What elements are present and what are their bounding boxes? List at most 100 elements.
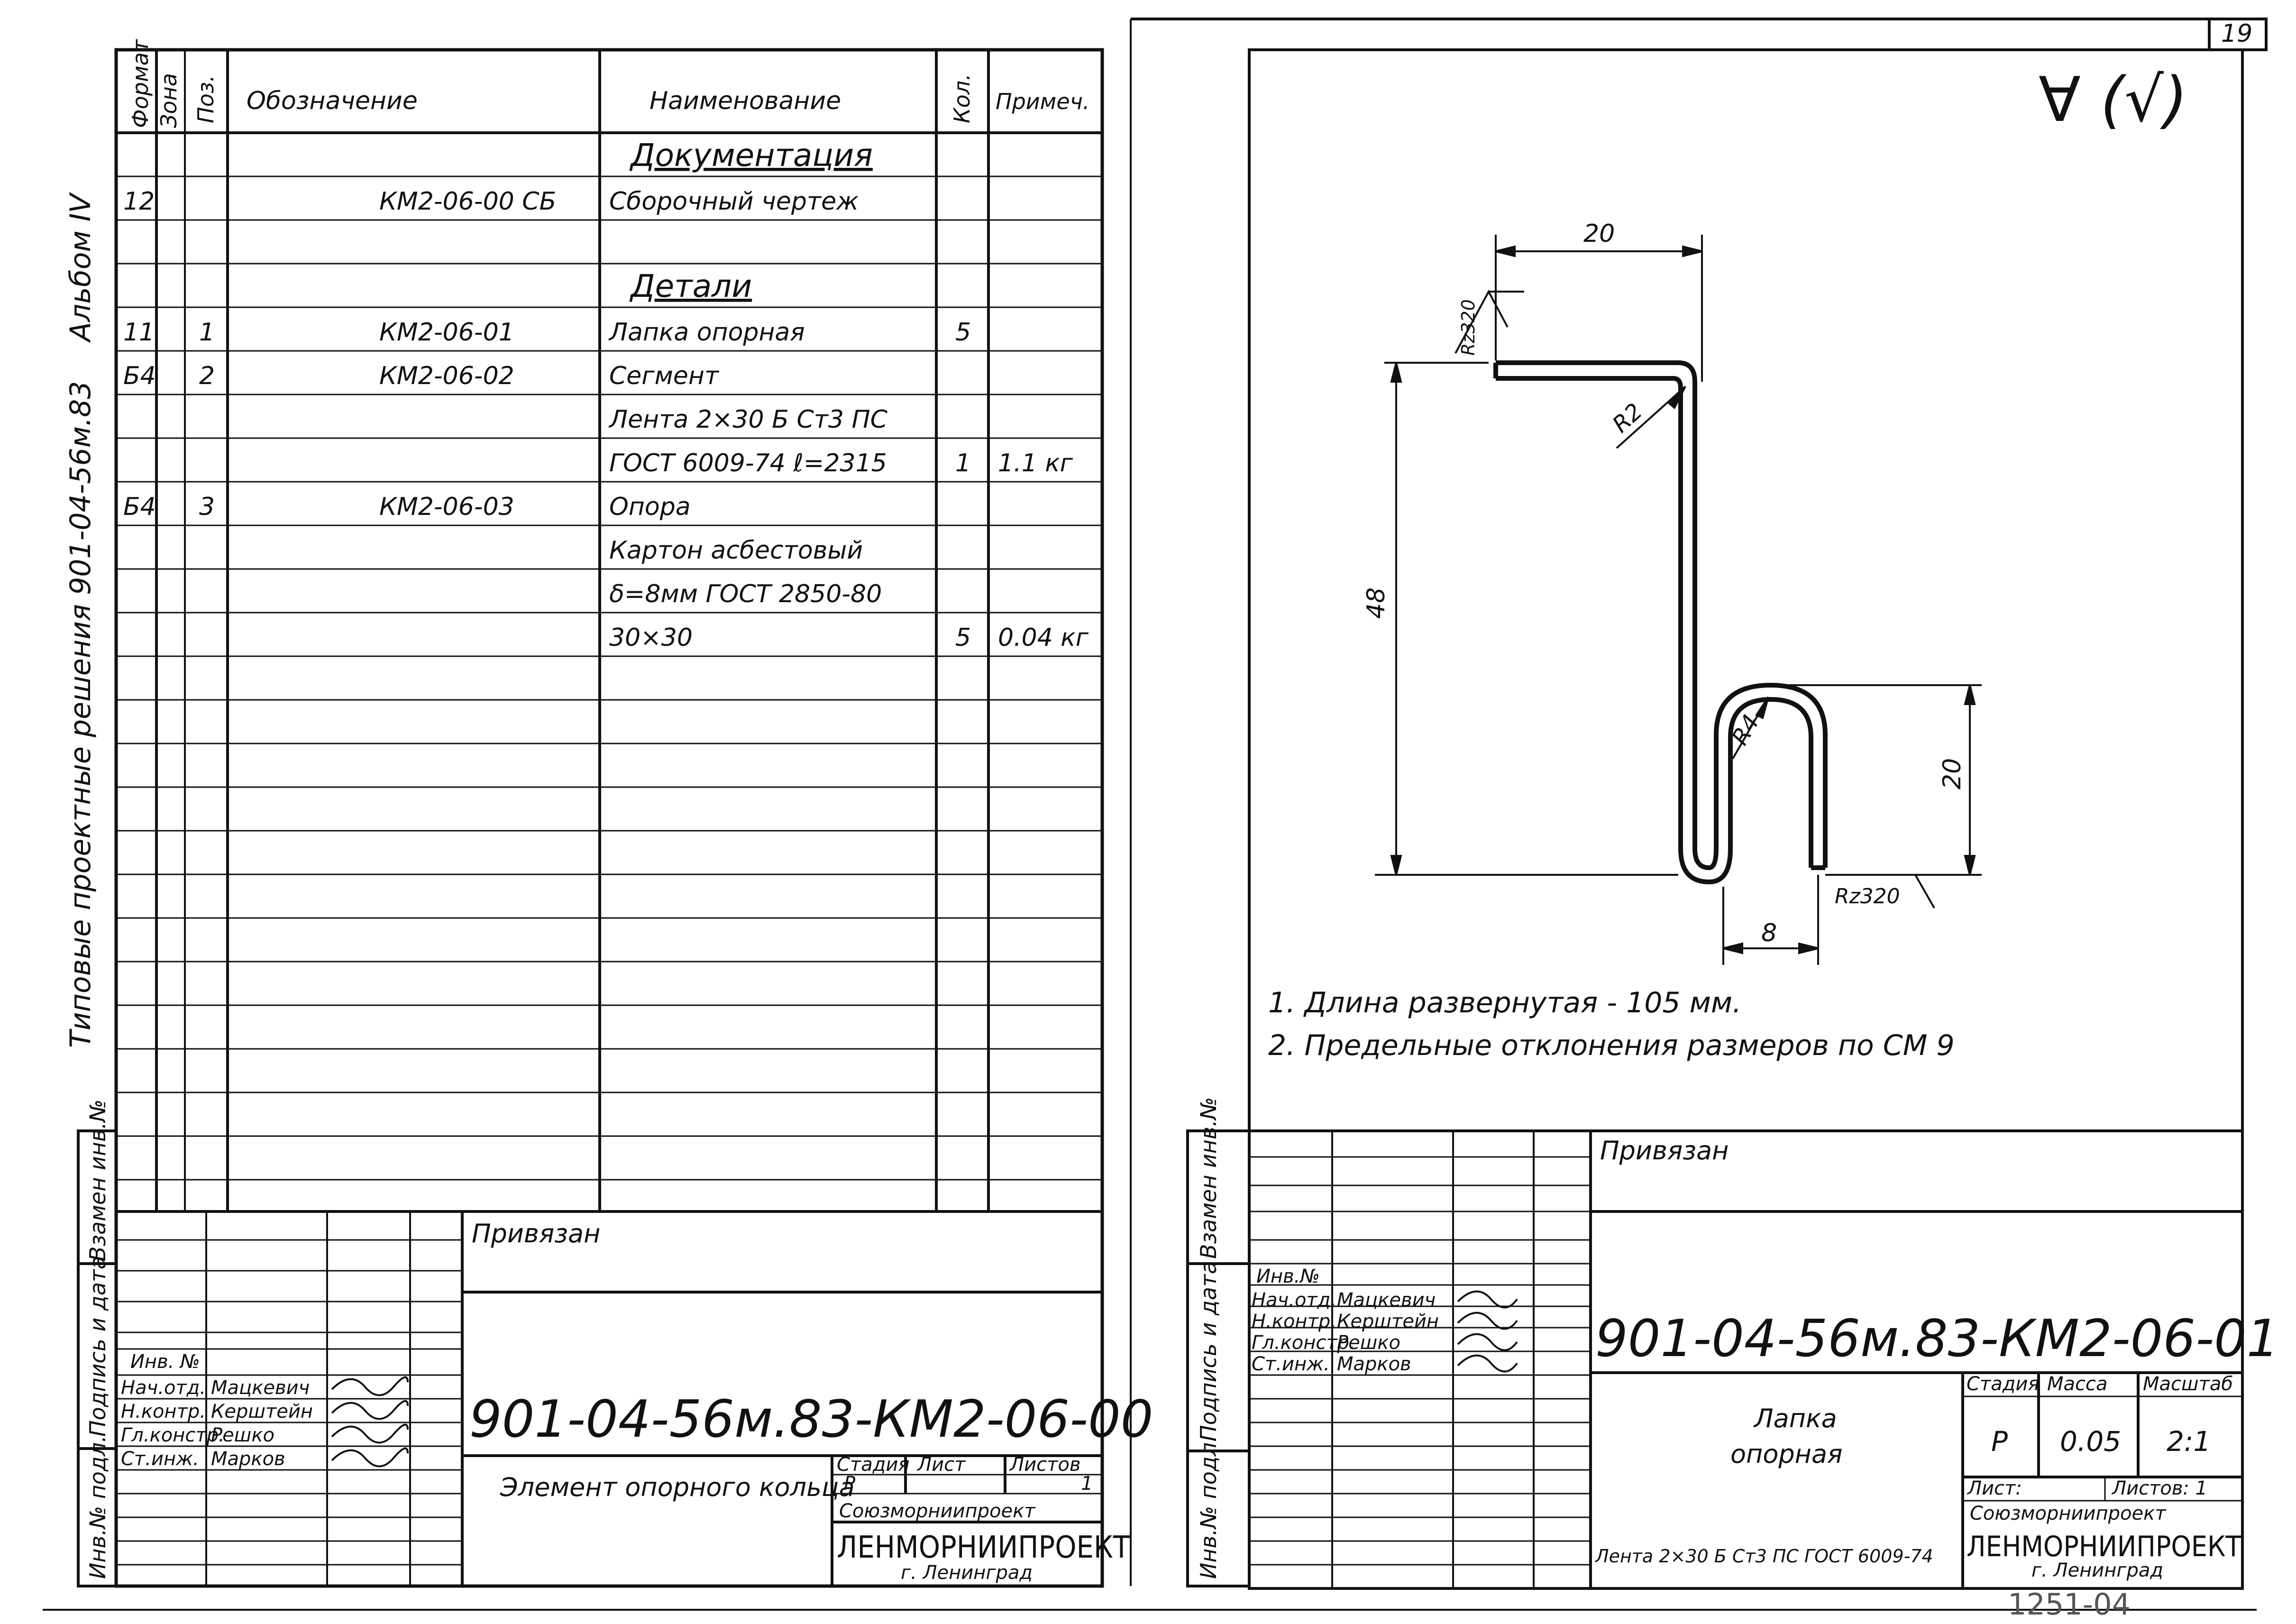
header-format: Формат bbox=[128, 39, 153, 128]
left-role-person: Керштейн bbox=[211, 1401, 313, 1422]
spec-section-heading: Документация bbox=[629, 137, 873, 174]
spec-table-grid bbox=[116, 50, 1102, 1211]
right-title-block-grid bbox=[1249, 1129, 2242, 1588]
spec-cell-name: ГОСТ 6009-74 ℓ=2315 bbox=[609, 449, 887, 477]
left-org1: Союзморниипроект bbox=[839, 1500, 1036, 1522]
left-role-title: Гл.констр. bbox=[121, 1424, 225, 1446]
dimension-lines bbox=[1375, 235, 1982, 965]
rz-bottom: Rz320 bbox=[1835, 884, 1900, 908]
stamp-inv-orig: Инв.№ подл. bbox=[85, 1435, 110, 1579]
left-stage-value: Р bbox=[844, 1473, 856, 1495]
signature-scribble bbox=[331, 1400, 409, 1420]
left-inv-label: Инв. № bbox=[130, 1351, 200, 1373]
right-role-title: Гл.констр. bbox=[1252, 1332, 1355, 1354]
signature-scribble bbox=[1457, 1333, 1518, 1351]
roughness-symbol: ∀ (√) bbox=[2039, 64, 2188, 136]
spec-cell-designation: КМ2-06-02 bbox=[379, 362, 514, 390]
right-drawing-code: 901-04-56м.83-КМ2-06-01 bbox=[1595, 1309, 2279, 1368]
dim-loop-20: 20 bbox=[1938, 758, 1967, 789]
r-stamp-inv-orig: Инв.№ подл. bbox=[1196, 1435, 1221, 1579]
right-sheet: 19 Взамен инв.№ Подпись и дата Инв.№ под… bbox=[1131, 18, 2279, 1622]
right-stage-label: Стадия bbox=[1967, 1373, 2039, 1395]
left-city: г. Ленинград bbox=[901, 1562, 1033, 1584]
left-drawing-code: 901-04-56м.83-КМ2-06-00 bbox=[469, 1390, 1153, 1449]
right-scale-value: 2:1 bbox=[2167, 1425, 2211, 1458]
right-mass-label: Масса bbox=[2047, 1373, 2108, 1395]
left-stage-label: Стадия bbox=[837, 1454, 909, 1476]
left-role-title: Нач.отд. bbox=[121, 1377, 206, 1399]
radius-r2: R2 bbox=[1608, 398, 1648, 438]
spec-cell-name: Сборочный чертеж bbox=[609, 187, 859, 216]
signature-scribble bbox=[331, 1376, 409, 1396]
r-stamp-replace-inv: Взамен инв.№ bbox=[1196, 1097, 1221, 1259]
right-sheet-text: Лист: bbox=[1967, 1477, 2022, 1499]
right-role-title: Н.контр. bbox=[1252, 1311, 1336, 1332]
right-role-person: Мацкевич bbox=[1337, 1289, 1436, 1311]
right-item-name-1: Лапка bbox=[1753, 1404, 1837, 1433]
signature-scribble bbox=[1457, 1290, 1518, 1309]
stamp-replace-inv: Взамен инв.№ bbox=[85, 1100, 110, 1261]
spec-cell-name: Сегмент bbox=[609, 362, 720, 390]
right-mass-value: 0.05 bbox=[2060, 1425, 2121, 1458]
spec-cell-name: Картон асбестовый bbox=[609, 536, 863, 565]
dim-height-48: 48 bbox=[1362, 587, 1390, 619]
left-privyazan: Привязан bbox=[472, 1219, 600, 1248]
spec-cell-pos: 1 bbox=[199, 318, 215, 347]
stamp-sign-date: Подпись и дата bbox=[85, 1256, 110, 1437]
left-item-name: Элемент опорного кольца bbox=[500, 1472, 855, 1502]
note-1: 1. Длина развернутая - 105 мм. bbox=[1268, 986, 1741, 1019]
right-org1: Союзморниипроект bbox=[1970, 1503, 2167, 1524]
spec-cell-qty: 5 bbox=[955, 624, 971, 652]
left-title-rows bbox=[116, 1239, 462, 1566]
right-privyazan: Привязан bbox=[1600, 1136, 1729, 1165]
spec-cell-format: Б4 bbox=[123, 493, 156, 521]
right-roles: Нач.отд.МацкевичН.контр.КерштейнГл.конст… bbox=[1252, 1289, 1518, 1375]
left-sheets-label: Листов bbox=[1009, 1454, 1080, 1476]
spec-cell-format: 11 bbox=[123, 318, 155, 347]
right-role-person: Марков bbox=[1337, 1353, 1411, 1375]
spec-section-heading: Детали bbox=[629, 268, 752, 304]
spec-cell-name: 30×30 bbox=[609, 624, 693, 652]
right-sheets-text: Листов: 1 bbox=[2111, 1477, 2207, 1499]
note-2: 2. Предельные отклонения размеров по СМ … bbox=[1268, 1029, 1955, 1062]
album-title-vertical: Типовые проектные решения 901-04-56м.83 bbox=[64, 381, 97, 1048]
left-sheet-label: Лист bbox=[916, 1454, 966, 1476]
spec-cell-designation: КМ2-06-00 СБ bbox=[379, 187, 556, 216]
part-outline bbox=[1493, 360, 1828, 884]
dim-top-20: 20 bbox=[1583, 220, 1615, 248]
spec-cell-format: 12 bbox=[123, 187, 155, 216]
signature-scribble bbox=[331, 1423, 409, 1444]
archive-number: 1251-04 bbox=[2008, 1587, 2131, 1622]
right-role-title: Ст.инж. bbox=[1252, 1353, 1330, 1375]
right-title-rows bbox=[1249, 1156, 1591, 1566]
spec-rows: Документация 12 КМ2-06-00 СБ Сборочный черт… bbox=[116, 137, 1102, 1181]
left-role-person: Марков bbox=[211, 1448, 285, 1470]
right-role-title: Нач.отд. bbox=[1252, 1289, 1336, 1311]
left-role-title: Н.контр. bbox=[121, 1401, 206, 1422]
left-role-person: Мацкевич bbox=[211, 1377, 310, 1399]
right-frame bbox=[1131, 18, 2268, 1590]
r-stamp-sign-date: Подпись и дата bbox=[1196, 1261, 1221, 1441]
right-material: Лента 2×30 Б Ст3 ПС ГОСТ 6009-74 bbox=[1594, 1546, 1933, 1567]
signature-scribble bbox=[1457, 1312, 1518, 1330]
spec-cell-name: Опора bbox=[609, 493, 691, 521]
header-zone: Зона bbox=[156, 73, 182, 128]
right-org2: ЛЕНМОРНИИПРОЕКТ bbox=[1967, 1530, 2241, 1563]
left-org2: ЛЕНМОРНИИПРОЕКТ bbox=[837, 1530, 1130, 1565]
dim-bottom-8: 8 bbox=[1761, 919, 1777, 947]
right-inv-label: Инв.№ bbox=[1256, 1266, 1320, 1287]
header-name: Наименование bbox=[649, 87, 841, 115]
signature-scribble bbox=[331, 1447, 409, 1468]
signature-scribble bbox=[1457, 1354, 1518, 1373]
left-role-title: Ст.инж. bbox=[121, 1448, 199, 1470]
left-sheets-value: 1 bbox=[1081, 1473, 1093, 1495]
header-note: Примеч. bbox=[996, 89, 1090, 114]
rz-top: Rz320 bbox=[1458, 299, 1479, 356]
header-pos: Поз. bbox=[193, 75, 219, 123]
spec-cell-format: Б4 bbox=[123, 362, 156, 390]
right-stage-value: Р bbox=[1991, 1425, 2008, 1458]
right-role-person: Решко bbox=[1337, 1332, 1400, 1354]
spec-cell-qty: 5 bbox=[955, 318, 971, 347]
spec-cell-designation: КМ2-06-03 bbox=[379, 493, 514, 521]
